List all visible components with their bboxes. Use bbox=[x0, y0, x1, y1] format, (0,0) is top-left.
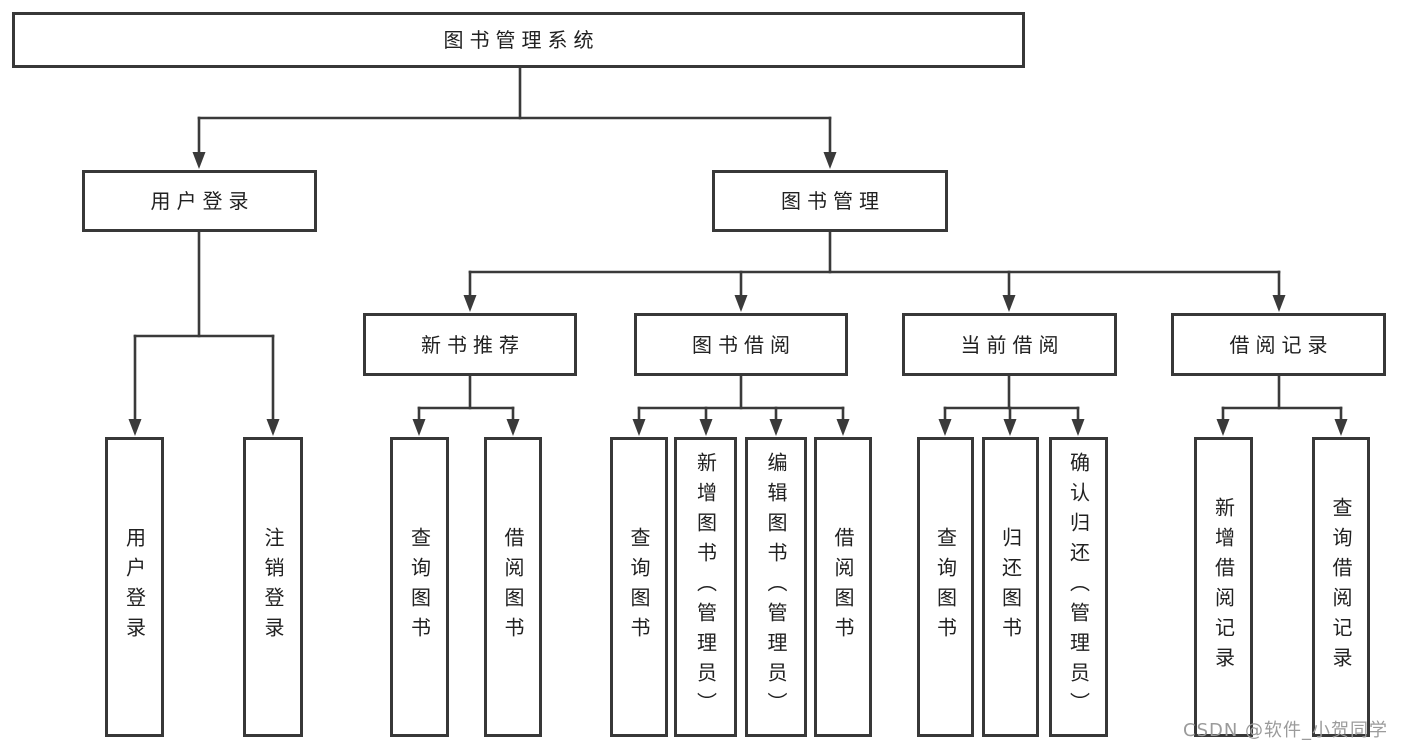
node-label-leaf-user-login: 用户登录 bbox=[122, 527, 147, 647]
node-leaf-query-borrow-record: 查询借阅记录 bbox=[1312, 437, 1370, 737]
node-label-leaf-query-books-recommend: 查询图书 bbox=[407, 527, 432, 647]
node-leaf-query-books-current: 查询图书 bbox=[917, 437, 974, 737]
node-leaf-return-books: 归还图书 bbox=[982, 437, 1039, 737]
node-label-book-management: 图书管理 bbox=[781, 189, 885, 213]
node-label-leaf-query-books-current: 查询图书 bbox=[933, 527, 958, 647]
node-leaf-borrow-books: 借阅图书 bbox=[814, 437, 872, 737]
node-leaf-confirm-return-admin: 确认归还（管理员） bbox=[1049, 437, 1108, 737]
node-label-leaf-return-books: 归还图书 bbox=[998, 527, 1023, 647]
node-borrow-records: 借阅记录 bbox=[1171, 313, 1386, 376]
node-user-login-group: 用户登录 bbox=[82, 170, 317, 232]
node-label-borrow-records: 借阅记录 bbox=[1229, 332, 1334, 357]
node-leaf-add-borrow-record: 新增借阅记录 bbox=[1194, 437, 1253, 737]
node-label-user-login-group: 用户登录 bbox=[150, 189, 255, 213]
node-label-new-book-recommend: 新书推荐 bbox=[421, 332, 525, 357]
node-label-book-borrow: 图书借阅 bbox=[692, 332, 796, 357]
node-label-leaf-add-books-admin: 新增图书（管理员） bbox=[693, 452, 718, 722]
node-current-borrow: 当前借阅 bbox=[902, 313, 1117, 376]
node-label-leaf-logout: 注销登录 bbox=[261, 527, 285, 647]
node-leaf-add-books-admin: 新增图书（管理员） bbox=[674, 437, 737, 737]
node-label-leaf-query-borrow-record: 查询借阅记录 bbox=[1329, 497, 1353, 677]
node-new-book-recommend: 新书推荐 bbox=[363, 313, 577, 376]
node-label-leaf-borrow-books: 借阅图书 bbox=[831, 527, 855, 647]
node-label-root: 图书管理系统 bbox=[443, 28, 600, 52]
csdn-watermark: CSDN @软件_小贺同学 bbox=[1183, 720, 1389, 741]
node-leaf-query-books-borrow: 查询图书 bbox=[610, 437, 668, 737]
node-leaf-user-login: 用户登录 bbox=[105, 437, 164, 737]
node-label-leaf-add-borrow-record: 新增借阅记录 bbox=[1211, 497, 1236, 677]
node-book-management: 图书管理 bbox=[712, 170, 948, 232]
node-root: 图书管理系统 bbox=[12, 12, 1025, 68]
node-label-leaf-borrow-books-recommend: 借阅图书 bbox=[501, 527, 525, 647]
node-book-borrow: 图书借阅 bbox=[634, 313, 848, 376]
node-label-leaf-query-books-borrow: 查询图书 bbox=[627, 527, 651, 647]
node-label-current-borrow: 当前借阅 bbox=[960, 332, 1065, 357]
node-leaf-borrow-books-recommend: 借阅图书 bbox=[484, 437, 542, 737]
node-label-leaf-edit-books-admin: 编辑图书（管理员） bbox=[764, 452, 788, 722]
node-leaf-query-books-recommend: 查询图书 bbox=[390, 437, 449, 737]
node-leaf-logout: 注销登录 bbox=[243, 437, 303, 737]
node-label-leaf-confirm-return-admin: 确认归还（管理员） bbox=[1066, 452, 1091, 722]
node-leaf-edit-books-admin: 编辑图书（管理员） bbox=[745, 437, 807, 737]
